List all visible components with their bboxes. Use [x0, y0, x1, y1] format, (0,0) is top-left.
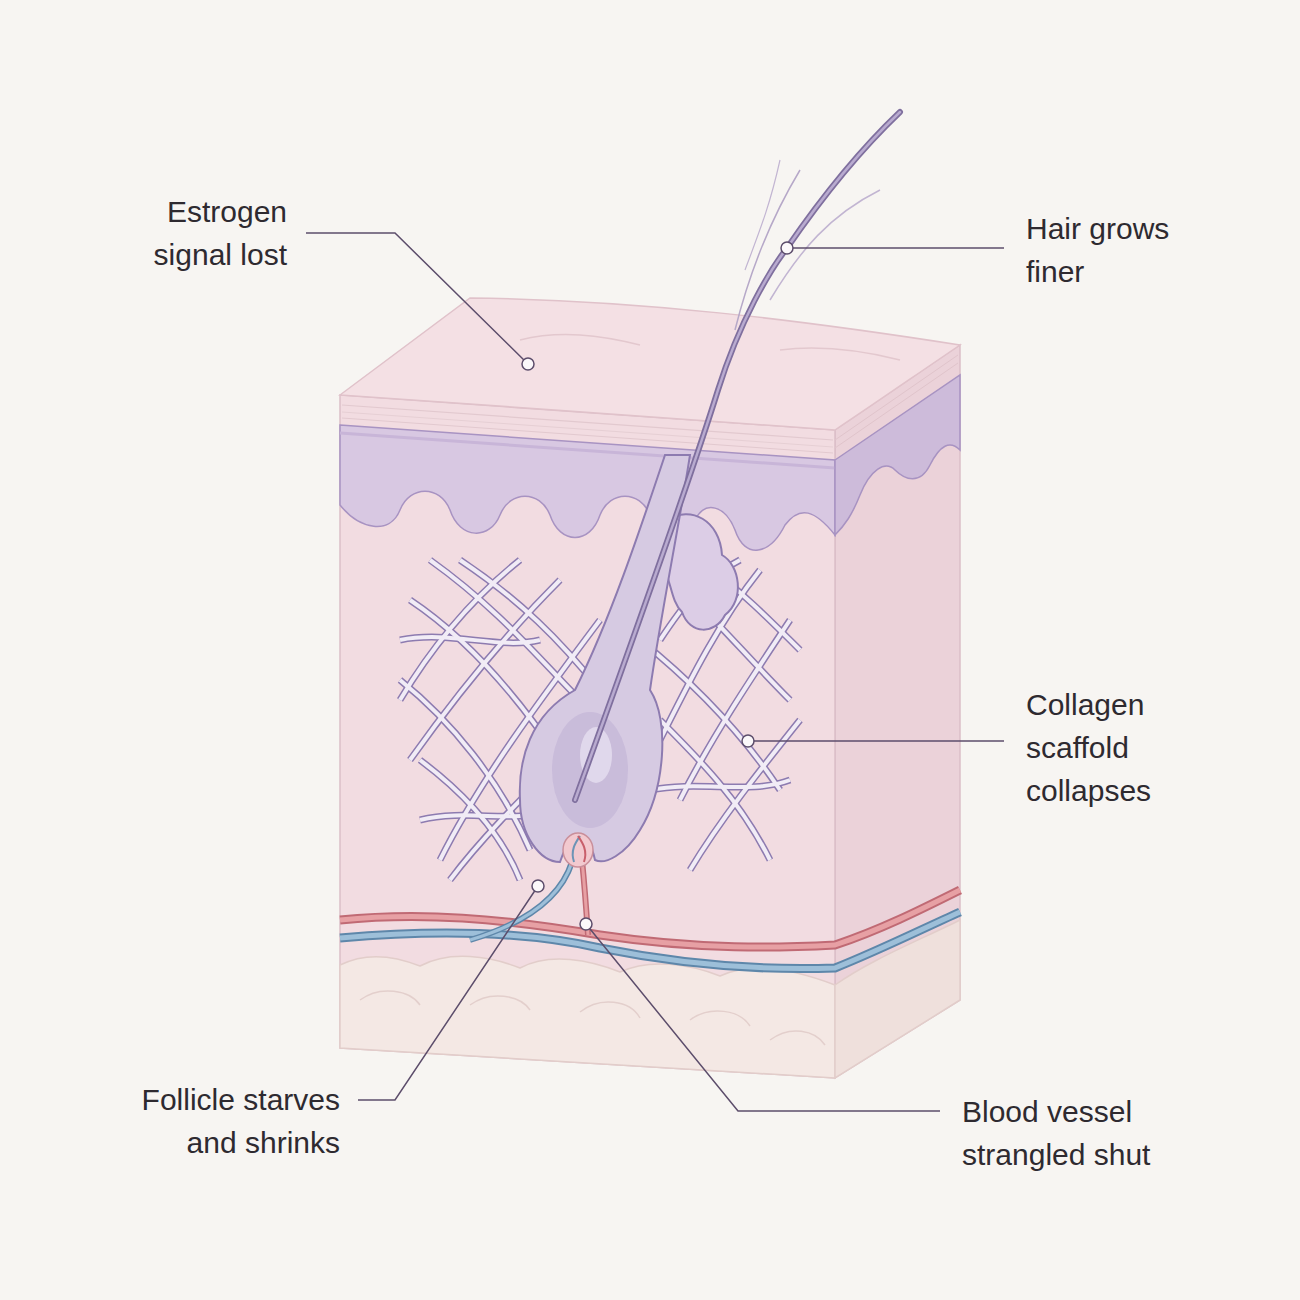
callout-label: Hair grows finer: [1026, 207, 1191, 293]
callout-label: Follicle starves and shrinks: [100, 1078, 340, 1164]
callout-label: Collagen scaffold collapses: [1026, 683, 1186, 812]
callout-label: Estrogen signal lost: [117, 190, 287, 276]
callout-label: Blood vessel strangled shut: [962, 1090, 1192, 1176]
